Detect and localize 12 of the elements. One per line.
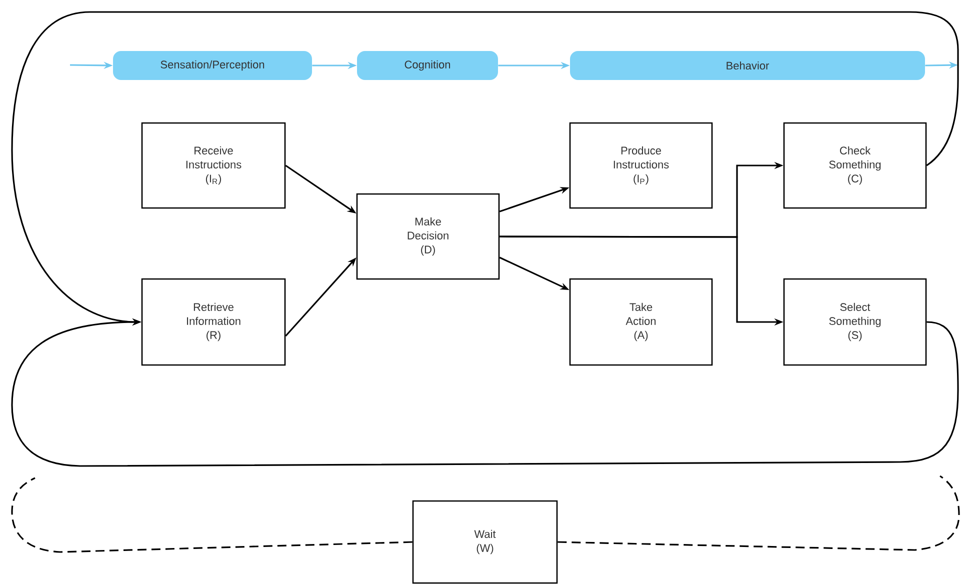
- process-box: Wait (W): [412, 500, 558, 584]
- process-box: Retrieve Information (R): [141, 278, 286, 366]
- process-box: Make Decision (D): [356, 193, 500, 280]
- process-box: Receive Instructions (I$_{R}$): [141, 122, 286, 209]
- stage-label: Sensation/Perception: [113, 51, 312, 80]
- stage-label: Behavior: [570, 51, 925, 80]
- stage-label: Cognition: [357, 51, 498, 80]
- process-box: Check Something (C): [783, 122, 927, 209]
- process-box: Take Action (A): [569, 278, 713, 366]
- process-box: Produce Instructions (I$_{P}$): [569, 122, 713, 209]
- process-box: Select Something (S): [783, 278, 927, 366]
- arrow: [11, 318, 959, 467]
